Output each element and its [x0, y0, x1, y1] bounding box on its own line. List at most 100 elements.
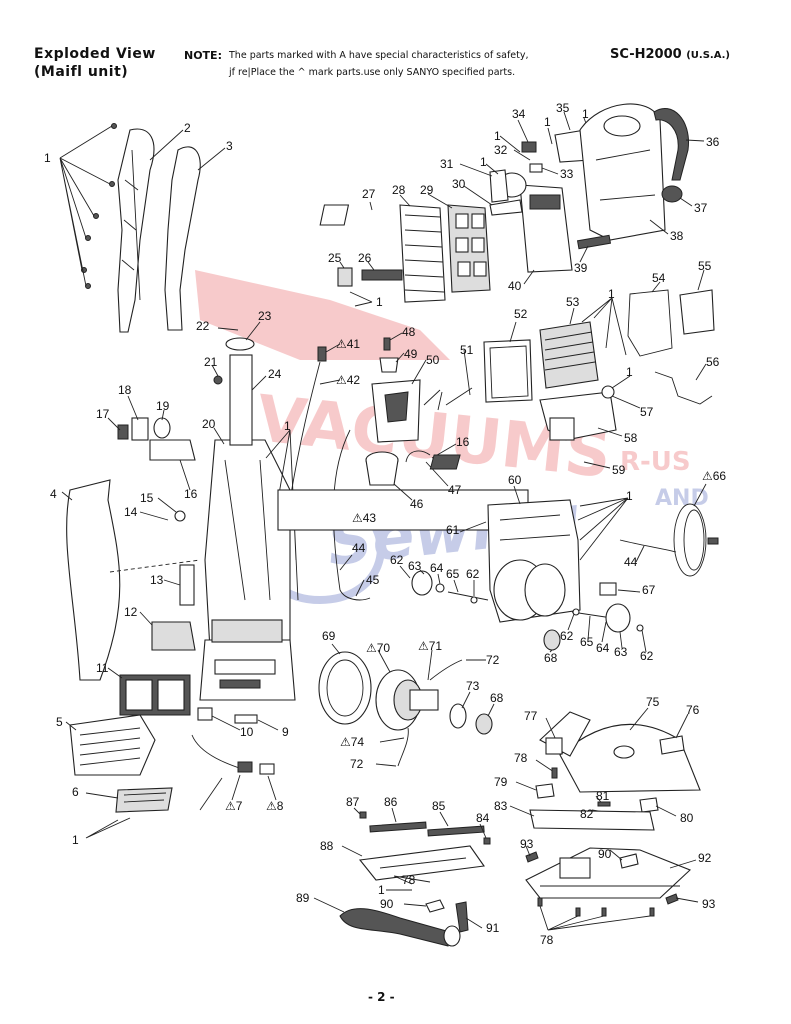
callout-c29: 29 — [420, 183, 434, 197]
filter-pad-part-55 — [679, 289, 715, 335]
callout-c49: 49 — [404, 347, 418, 361]
callout-c27: 27 — [362, 187, 376, 201]
callout-c34: 34 — [512, 107, 526, 121]
callout-c71: ⚠71 — [418, 639, 442, 653]
callout-c63b: 63 — [614, 645, 628, 659]
callout-c51: 51 — [460, 343, 474, 357]
fuse-part-41 — [317, 346, 327, 362]
pre-filter-part-27 — [319, 204, 350, 226]
callout-c9: 9 — [282, 725, 289, 739]
leader-c50 — [411, 359, 427, 385]
callout-c84: 84 — [476, 811, 490, 825]
leader-c37 — [679, 197, 693, 207]
callout-c47: 47 — [448, 483, 462, 497]
callout-c66: ⚠66 — [702, 469, 726, 483]
leader-c26 — [367, 261, 375, 271]
callout-c48: 48 — [402, 325, 416, 339]
seal-strip-part-56 — [654, 371, 713, 405]
callout-c23: 23 — [258, 309, 272, 323]
callout-c22: 22 — [196, 319, 210, 333]
callout-c52: 52 — [514, 307, 528, 321]
callout-c1f: 1 — [494, 129, 501, 143]
clip-part-93a — [525, 851, 539, 863]
callout-c65b: 65 — [580, 635, 594, 649]
filter-frame-part-29 — [447, 204, 491, 293]
leader-c66 — [693, 483, 707, 507]
leader-c4 — [61, 491, 73, 501]
leader-c38 — [649, 219, 669, 235]
leader-c60 — [513, 485, 521, 505]
callout-c75: 75 — [646, 695, 660, 709]
callout-c78a: 78 — [514, 751, 528, 765]
leader-c67 — [617, 589, 641, 593]
wire-part-44b — [619, 539, 677, 553]
callout-c30: 30 — [452, 177, 466, 191]
callout-c91: 91 — [486, 921, 500, 935]
leader-c16a — [179, 459, 191, 491]
callout-c36: 36 — [706, 135, 720, 149]
screws-group-left — [81, 123, 117, 289]
duct-part-30-31 — [489, 169, 527, 216]
callout-c64a: 64 — [430, 561, 444, 575]
leader-c78c — [539, 905, 651, 931]
leader-c13 — [163, 579, 181, 586]
leader-c23 — [245, 321, 261, 341]
callout-c25: 25 — [328, 251, 342, 265]
callout-c16a: 16 — [184, 487, 198, 501]
bulb-part-8 — [259, 763, 275, 775]
callout-c21: 21 — [204, 355, 218, 369]
motor-filter-part-53 — [539, 321, 599, 389]
callout-c93b: 93 — [702, 897, 716, 911]
clip-part-90a — [619, 853, 639, 869]
leader-c47 — [425, 461, 449, 487]
callout-c8: ⚠8 — [266, 799, 284, 813]
callout-c82: 82 — [580, 807, 594, 821]
leader-c79 — [515, 781, 537, 791]
screw-part-48 — [383, 337, 391, 351]
leader-c40 — [523, 269, 535, 285]
bristle-strip-85 — [427, 825, 485, 837]
screw-part-21 — [213, 375, 223, 385]
callout-c3: 3 — [226, 139, 233, 153]
leader-c72b — [375, 763, 397, 767]
leader-c65b — [587, 615, 591, 641]
leader-c1g — [547, 127, 553, 145]
leader-c52 — [509, 321, 517, 343]
leader-c80 — [655, 805, 677, 817]
callout-c62d: 62 — [640, 649, 654, 663]
callout-c45: 45 — [366, 573, 380, 587]
leader-c20 — [213, 427, 225, 445]
filter-strip-part-26 — [361, 269, 403, 281]
cyclone-part-50 — [371, 379, 421, 443]
callout-c61: 61 — [446, 523, 460, 537]
callout-c50: 50 — [426, 353, 440, 367]
leader-c68b — [487, 703, 495, 717]
callout-c80: 80 — [680, 811, 694, 825]
leader-c1f — [499, 135, 521, 153]
leader-c58 — [597, 427, 623, 437]
leader-c75 — [629, 707, 649, 731]
leader-c57 — [611, 395, 641, 409]
wire-part-74 — [397, 727, 409, 767]
callout-c6: 6 — [72, 785, 79, 799]
leader-c48 — [389, 332, 403, 341]
valve-part-49 — [379, 357, 399, 373]
callout-c44a: 44 — [352, 541, 366, 555]
leader-c63b — [619, 631, 623, 649]
leader-c1a — [59, 125, 113, 287]
leader-c70 — [377, 649, 391, 673]
brush-housing-part-88 — [358, 845, 485, 881]
seal-ring-part-37 — [661, 185, 683, 203]
watermark-text-3: AND — [655, 486, 709, 511]
cap-part-68b — [475, 713, 493, 735]
diagram-subtitle: (Maifl unit) — [34, 64, 129, 80]
note-label: NOTE: — [184, 49, 222, 62]
leader-c17 — [107, 417, 121, 431]
tool-holder-part — [117, 417, 196, 461]
leader-c8 — [267, 775, 277, 801]
lever-part-91 — [455, 901, 469, 933]
callout-c1g: 1 — [544, 115, 551, 129]
leader-c64b — [601, 621, 607, 643]
wheel-assembly-left — [411, 570, 489, 604]
callout-c65a: 65 — [446, 567, 460, 581]
